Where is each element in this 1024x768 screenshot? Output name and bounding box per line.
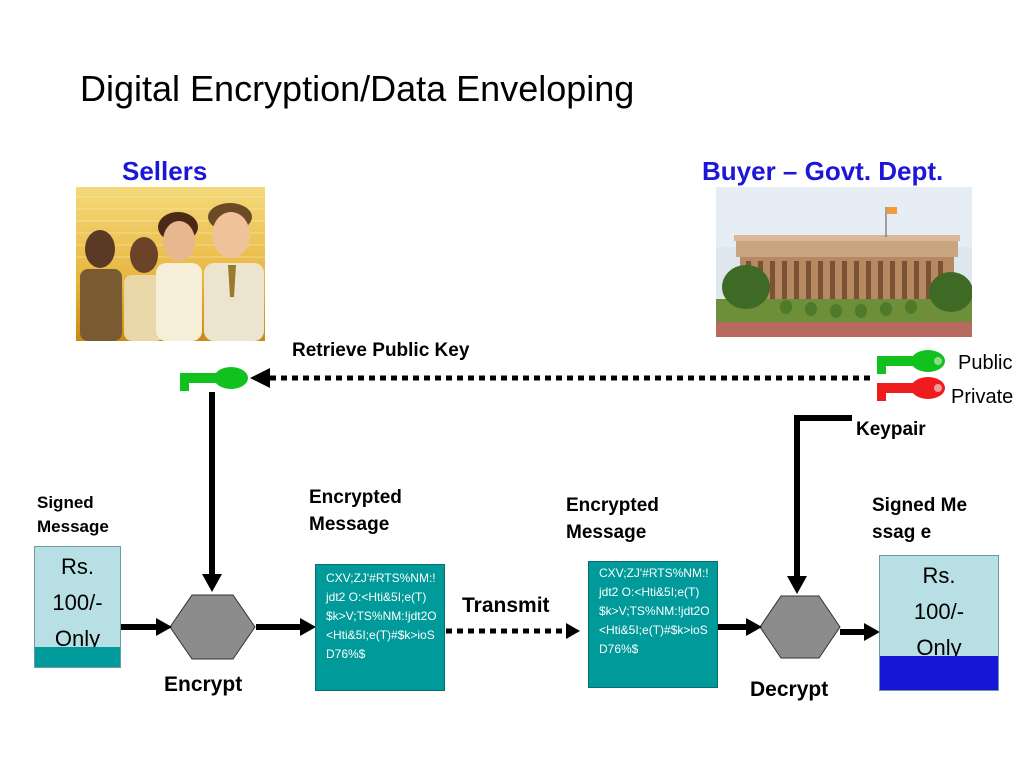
right-signed-message-label: Signed Messag e — [872, 495, 968, 543]
cipher-box-2: CXV;ZJ'#RTS%NM:!jdt2 O:<Hti&5I;e(T)$k>V;… — [588, 561, 718, 688]
private-key-icon — [877, 377, 945, 401]
cipher-to-decrypt-arrow — [718, 618, 762, 636]
right-message-line3: Only — [916, 635, 962, 660]
right-message-footer — [880, 656, 998, 690]
left-message-footer — [35, 647, 120, 667]
right-message-box: Rs. 100/- Only — [879, 555, 999, 691]
public-key-icon — [877, 350, 945, 374]
public-label: Public — [958, 352, 1013, 374]
keypair-label: Keypair — [856, 419, 926, 440]
parliament-photo — [716, 187, 972, 337]
private-label: Private — [951, 386, 1014, 408]
transmit-label: Transmit — [462, 594, 550, 617]
transmit-arrow — [446, 623, 580, 639]
public-key-icon-left — [180, 367, 248, 391]
encrypted-message-label-1: Encrypted Message — [309, 487, 402, 535]
buyer-heading: Buyer – Govt. Dept. — [702, 156, 944, 186]
left-message-line2: 100/- — [52, 590, 103, 615]
encrypt-label: Encrypt — [164, 673, 243, 696]
right-message-line1: Rs. — [922, 563, 956, 588]
retrieve-key-arrow — [250, 368, 870, 388]
left-message-box: Rs. 100/- Only — [34, 546, 121, 668]
left-message-line1: Rs. — [61, 554, 94, 579]
left-signed-message-label: Signed Message — [37, 493, 109, 536]
cipher-box-1: CXV;ZJ'#RTS%NM:!jdt2 O:<Hti&5I;e(T)$k>V;… — [315, 564, 445, 691]
key-to-encrypt-arrow — [202, 392, 222, 592]
message-to-encrypt-arrow — [121, 618, 172, 636]
retrieve-public-key-label: Retrieve Public Key — [292, 340, 470, 361]
decrypt-hexagon — [759, 595, 841, 659]
decrypt-label: Decrypt — [750, 678, 829, 701]
encrypt-hexagon — [169, 594, 256, 660]
sellers-photo — [76, 187, 265, 341]
encrypted-message-label-2: Encrypted Message — [566, 495, 659, 543]
page-title: Digital Encryption/Data Enveloping — [80, 68, 635, 109]
keypair-to-decrypt-arrow — [787, 415, 852, 594]
decrypt-to-message-arrow — [840, 623, 880, 641]
sellers-heading: Sellers — [122, 156, 208, 186]
right-message-line2: 100/- — [913, 599, 965, 624]
left-message-line3: Only — [54, 626, 101, 651]
encrypt-to-cipher-arrow — [256, 618, 316, 636]
